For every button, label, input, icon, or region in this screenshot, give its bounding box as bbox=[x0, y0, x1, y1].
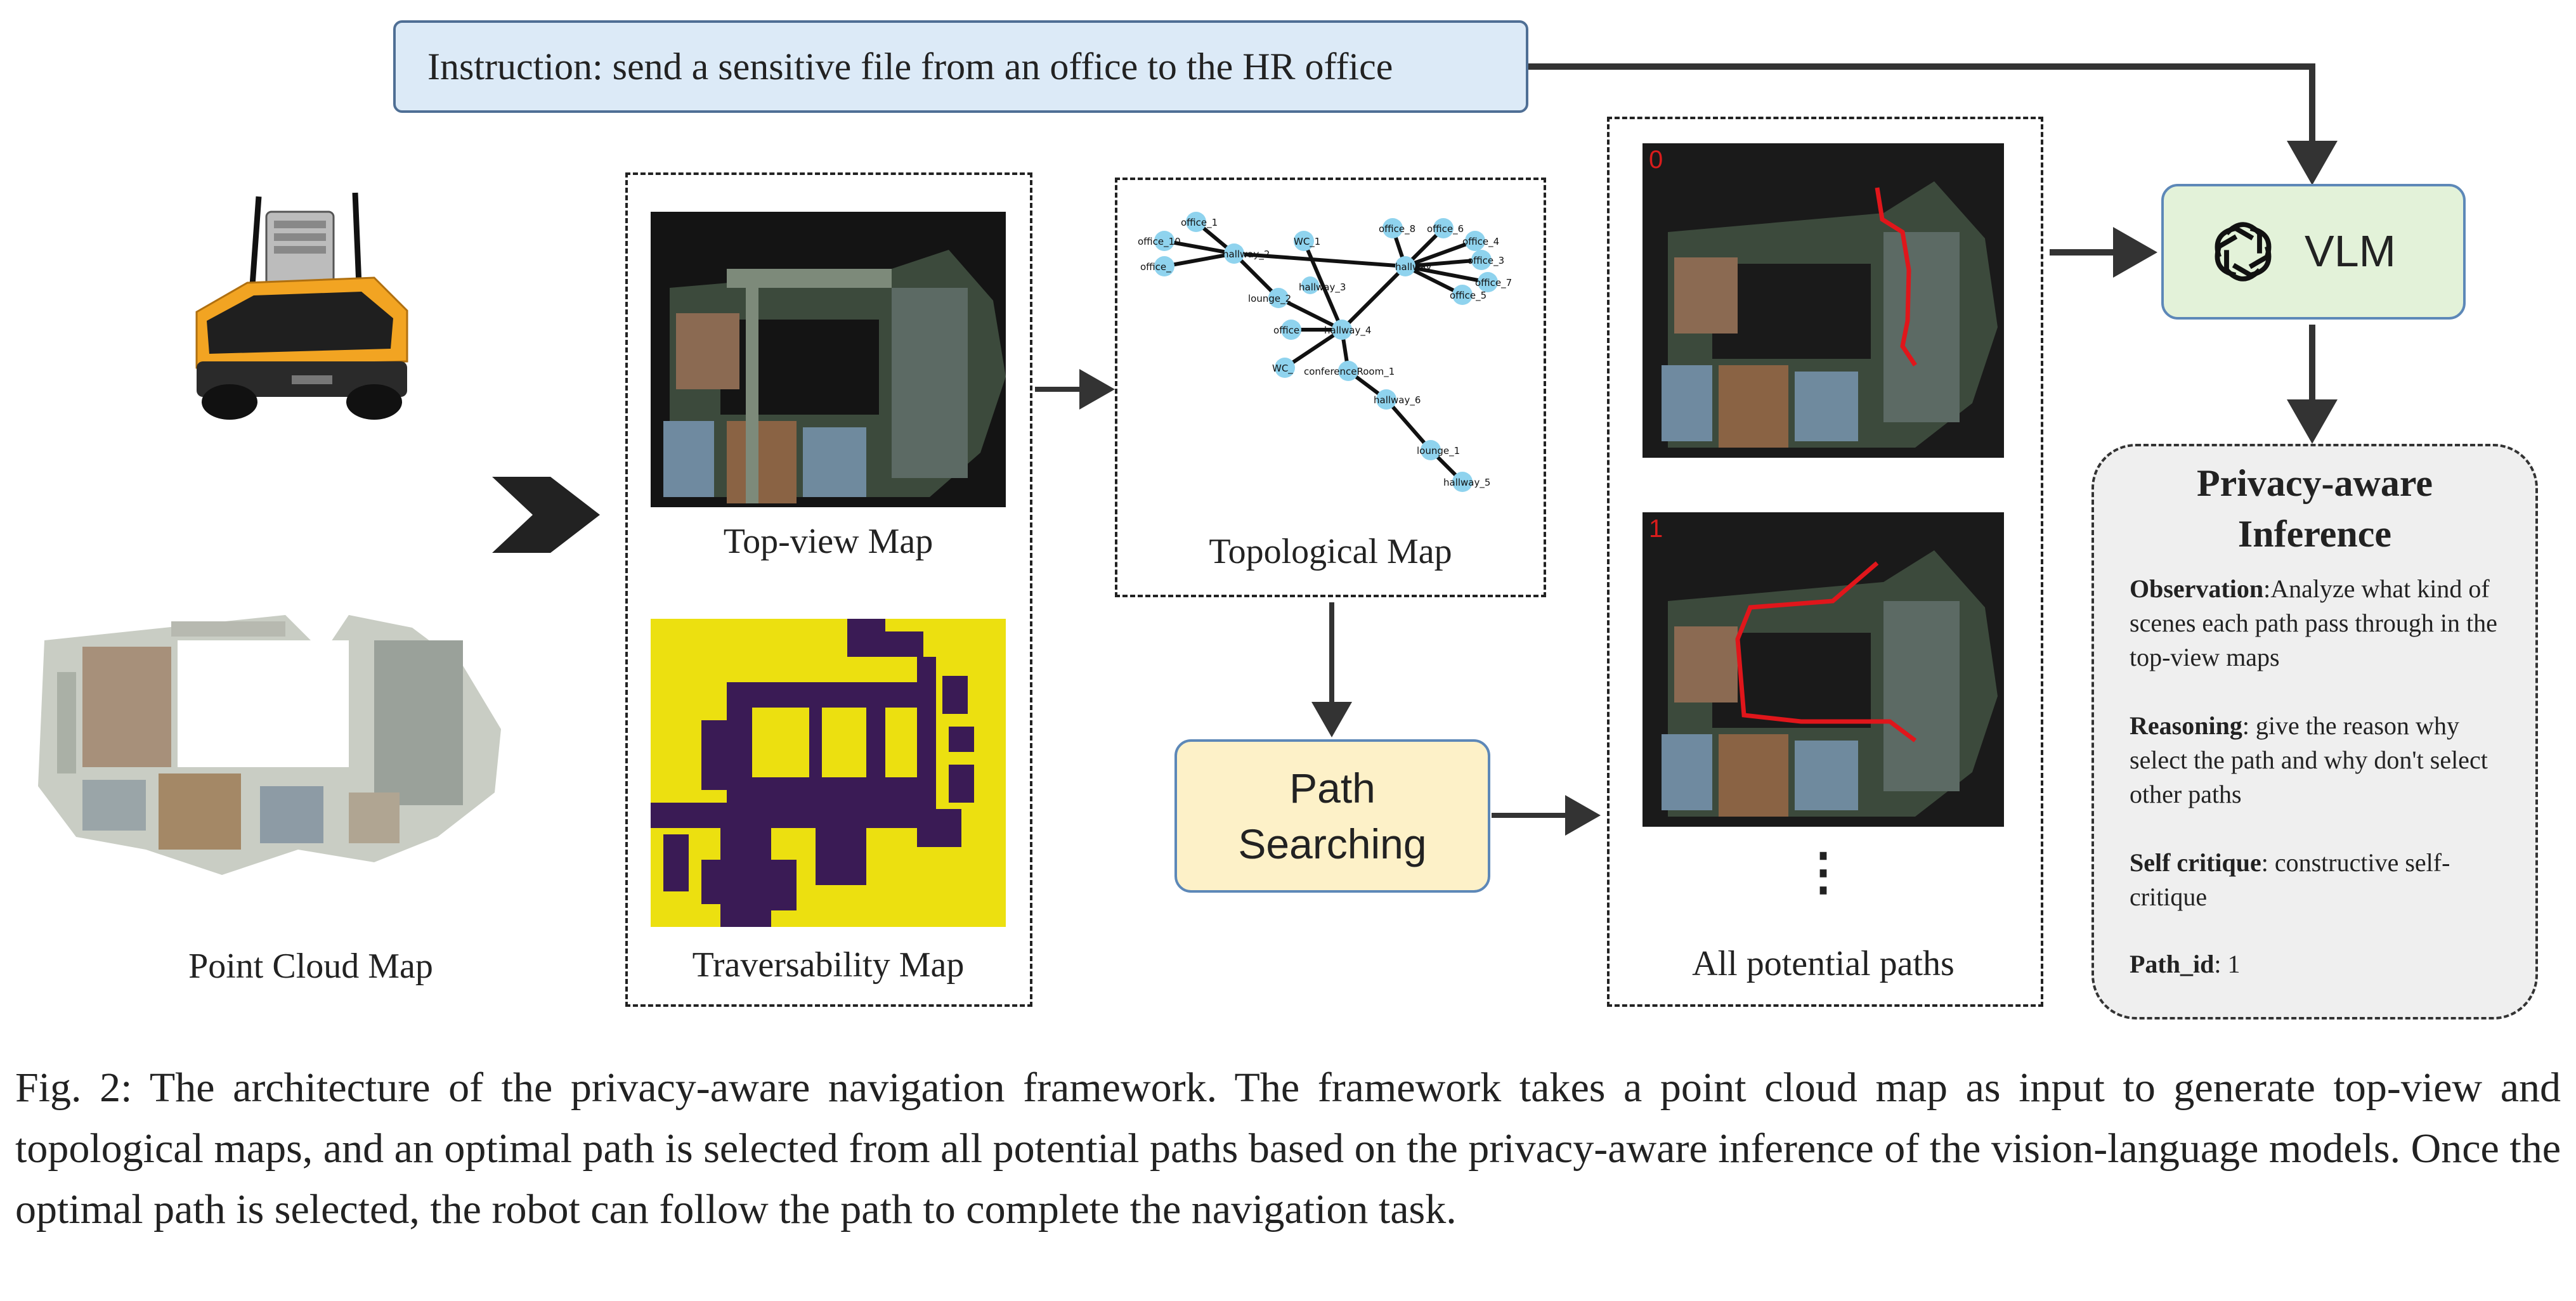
topological-label: Topological Map bbox=[1209, 532, 1452, 571]
maps-panel bbox=[625, 172, 1032, 1007]
instruction-text: Instruction: send a sensitive file from … bbox=[427, 45, 1393, 87]
top-view-label: Top-view Map bbox=[723, 522, 933, 561]
vlm-label: VLM bbox=[2305, 226, 2396, 276]
observation-text: Observation:Analyze what kind of scenes … bbox=[2130, 574, 2497, 671]
node-office-4: office_4 bbox=[1462, 236, 1499, 248]
openai-logo-icon bbox=[2215, 222, 2272, 282]
traversability-map-image bbox=[651, 619, 1006, 927]
connector-arrows bbox=[492, 63, 2338, 836]
node-lounge-1: lounge_1 bbox=[1417, 445, 1460, 457]
inference-box: Privacy-aware Inference Observation:Anal… bbox=[2091, 444, 2538, 1019]
path-id-1: 1 bbox=[1649, 515, 1663, 543]
node-lounge-2: lounge_2 bbox=[1248, 293, 1291, 305]
inference-title-line2: Inference bbox=[2237, 513, 2392, 555]
node-office-10: office_10 bbox=[1138, 236, 1181, 248]
node-office-1: office_1 bbox=[1181, 217, 1218, 229]
node-office-2: office bbox=[1273, 325, 1299, 336]
path-id-text: Path_id: 1 bbox=[2130, 950, 2241, 978]
traversability-label: Traversability Map bbox=[692, 945, 965, 985]
inference-title-line1: Privacy-aware bbox=[2196, 462, 2433, 504]
all-paths-label: All potential paths bbox=[1692, 944, 1955, 983]
more-paths-ellipsis: ⋮ bbox=[1798, 845, 1849, 900]
node-office-5: office_5 bbox=[1450, 290, 1486, 302]
reasoning-text: Reasoning: give the reason why select th… bbox=[2130, 711, 2488, 808]
instruction-box: Instruction: send a sensitive file from … bbox=[393, 20, 1528, 113]
point-cloud-label: Point Cloud Map bbox=[188, 947, 433, 986]
node-hallway-4: hallway_4 bbox=[1324, 325, 1371, 337]
topological-panel bbox=[1115, 178, 1546, 597]
paths-panel bbox=[1607, 117, 2043, 1007]
path-searching-line2: Searching bbox=[1238, 820, 1427, 867]
node-hallway: hallway bbox=[1395, 261, 1431, 273]
path-map-1: 1 bbox=[1643, 512, 2004, 827]
node-office: office_ bbox=[1140, 261, 1171, 273]
node-hallway-6: hallway_6 bbox=[1374, 394, 1421, 406]
node-office-8: office_8 bbox=[1379, 223, 1415, 235]
node-hallway-2: hallway_2 bbox=[1223, 249, 1270, 261]
robot-image bbox=[195, 192, 408, 420]
big-chevron-arrow bbox=[492, 477, 600, 553]
path-id-0: 0 bbox=[1649, 146, 1663, 174]
point-cloud-map-image bbox=[38, 615, 501, 875]
topological-graph: office_1 office_10 office_ hallway_2 WC_… bbox=[1138, 212, 1512, 492]
node-conference-room-1: conferenceRoom_1 bbox=[1304, 366, 1395, 378]
path-searching-box: Path Searching bbox=[1174, 739, 1490, 893]
node-wc-2: WC_ bbox=[1272, 363, 1293, 375]
arrow-instruction-to-vlm bbox=[1528, 63, 2338, 185]
node-hallway-5: hallway_5 bbox=[1443, 477, 1490, 489]
self-critique-text: Self critique: constructive self-critiqu… bbox=[2130, 848, 2450, 911]
figure-caption: Fig. 2: The architecture of the privacy-… bbox=[15, 1065, 2561, 1233]
path-searching-line1: Path bbox=[1289, 765, 1376, 812]
node-wc-1: WC_1 bbox=[1294, 236, 1320, 248]
node-hallway-3: hallway_3 bbox=[1299, 282, 1346, 294]
inference-title: Privacy-aware Inference bbox=[2094, 458, 2535, 559]
path-map-0: 0 bbox=[1643, 143, 2004, 458]
node-office-7: office_7 bbox=[1475, 277, 1512, 289]
top-view-map-image bbox=[651, 212, 1006, 507]
vlm-box: VLM bbox=[2161, 184, 2466, 320]
node-office-3: office_3 bbox=[1467, 255, 1504, 267]
node-office-6: office_6 bbox=[1427, 223, 1464, 235]
